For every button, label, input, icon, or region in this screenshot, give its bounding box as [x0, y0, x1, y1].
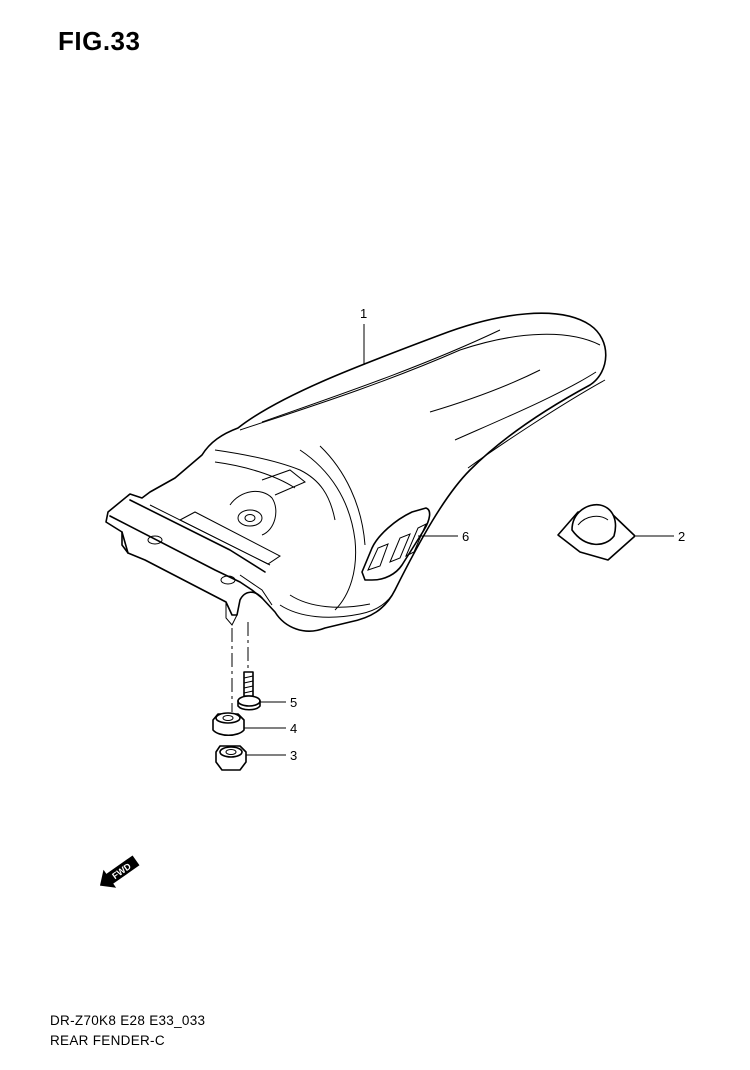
callout-6: 6	[462, 529, 469, 544]
callout-2: 2	[678, 529, 685, 544]
nut-part[interactable]	[215, 745, 247, 771]
cap-part[interactable]	[557, 503, 636, 561]
rear-fender-part[interactable]	[105, 312, 607, 632]
fwd-arrow-icon: FWD	[99, 855, 140, 888]
figure-title: FIG.33	[58, 26, 141, 56]
decal-part[interactable]	[361, 507, 431, 581]
bolt-part[interactable]	[237, 671, 261, 711]
figure-code: DR-Z70K8 E28 E33_033	[50, 1013, 206, 1028]
callout-1: 1	[360, 306, 367, 321]
callout-3: 3	[290, 748, 297, 763]
callout-4: 4	[290, 721, 297, 736]
washer-part[interactable]	[212, 712, 245, 737]
figure-name: REAR FENDER-C	[50, 1033, 165, 1048]
callout-5: 5	[290, 695, 297, 710]
